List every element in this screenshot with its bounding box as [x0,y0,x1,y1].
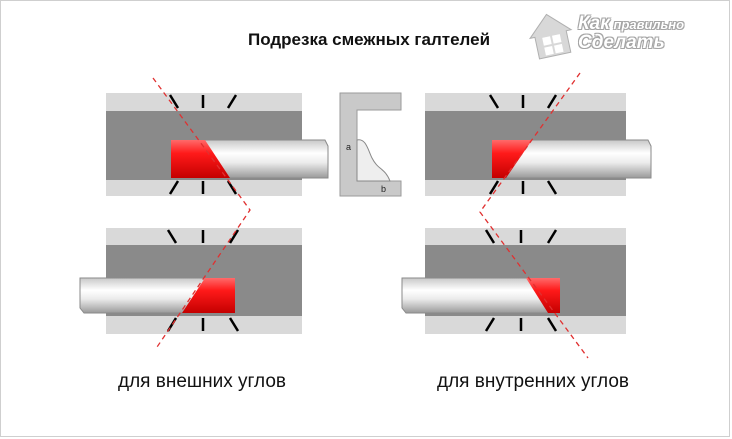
logo-line1: Как [578,13,610,34]
logo-line2: Сделать [578,32,665,53]
molding-profile: a b [339,92,402,197]
profile-label-b: b [381,184,386,194]
caption-inner-corners: для внутренних углов [437,371,630,392]
caption-outer-corners: для внешних углов [118,371,286,392]
logo-line1-small: правильно [609,17,685,32]
cut-line-outer [152,77,251,351]
diagram-title: Подрезка смежных галтелей [248,30,491,49]
cut-line-inner [479,72,589,359]
miter-box-inner-bottom [401,228,626,334]
miter-box-inner-top [425,93,652,196]
site-logo: Как правильно Сделать [578,14,684,52]
house-logo-icon [528,13,573,60]
profile-label-a: a [346,142,351,152]
miter-box-outer-top [106,93,329,196]
miter-box-outer-bottom [79,228,302,334]
